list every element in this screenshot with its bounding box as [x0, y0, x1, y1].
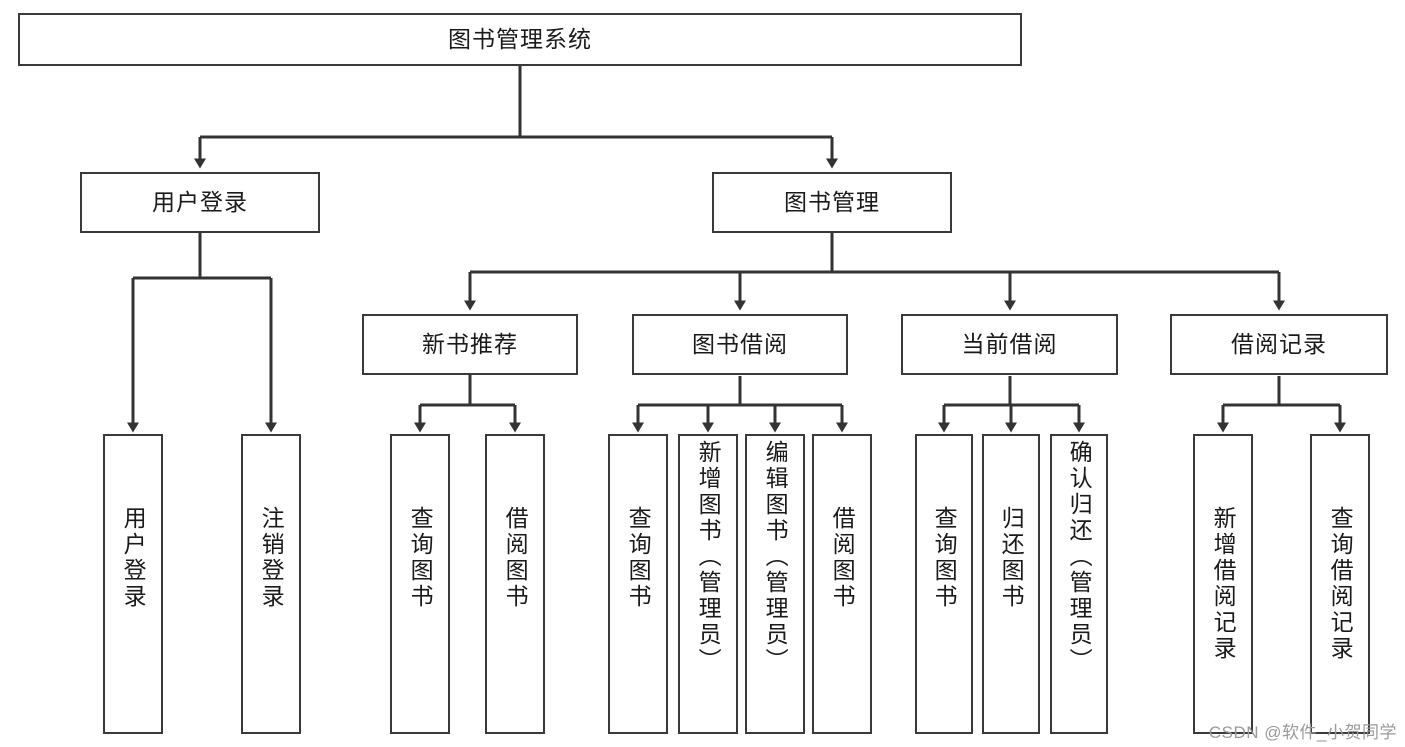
node-borrow-record-label: 借阅记录 [1231, 330, 1327, 357]
leaf-borrow-edit-book-label: 编辑图书（管理员） [762, 440, 789, 674]
node-new-book-recommend-label: 新书推荐 [422, 330, 518, 357]
watermark: CSDN @软件_小贺同学 [1208, 723, 1397, 742]
leaf-borrow-add-book[interactable]: 新增图书（管理员） [678, 434, 738, 734]
leaf-record-query-label: 查询借阅记录 [1327, 506, 1354, 662]
node-current-borrow[interactable]: 当前借阅 [901, 314, 1118, 375]
leaf-current-return-book-label: 归还图书 [998, 506, 1025, 610]
leaf-borrow-query-book-label: 查询图书 [625, 506, 652, 610]
leaf-record-add-label: 新增借阅记录 [1210, 506, 1237, 662]
leaf-borrow-add-book-label: 新增图书（管理员） [695, 440, 722, 674]
leaf-current-confirm-return-label: 确认归还（管理员） [1066, 440, 1093, 674]
node-user-login[interactable]: 用户登录 [80, 172, 320, 233]
node-current-borrow-label: 当前借阅 [961, 330, 1058, 357]
node-root-label: 图书管理系统 [448, 25, 592, 52]
node-root[interactable]: 图书管理系统 [18, 13, 1022, 66]
leaf-logout[interactable]: 注销登录 [241, 434, 301, 734]
node-borrow-record[interactable]: 借阅记录 [1170, 314, 1388, 375]
leaf-borrow-borrow-book-label: 借阅图书 [829, 506, 856, 610]
node-book-management[interactable]: 图书管理 [712, 172, 952, 233]
leaf-borrow-borrow-book[interactable]: 借阅图书 [812, 434, 872, 734]
leaf-current-query-book-label: 查询图书 [931, 506, 958, 610]
node-user-login-label: 用户登录 [152, 188, 248, 215]
leaf-recommend-borrow-book-label: 借阅图书 [502, 506, 529, 610]
node-book-borrow-label: 图书借阅 [692, 330, 788, 357]
node-book-borrow[interactable]: 图书借阅 [632, 314, 848, 375]
leaf-recommend-query-book-label: 查询图书 [407, 506, 434, 610]
node-book-management-label: 图书管理 [784, 188, 880, 215]
leaf-current-query-book[interactable]: 查询图书 [915, 434, 973, 734]
leaf-user-login[interactable]: 用户登录 [103, 434, 163, 734]
leaf-borrow-query-book[interactable]: 查询图书 [608, 434, 668, 734]
leaf-record-add[interactable]: 新增借阅记录 [1193, 434, 1253, 734]
leaf-record-query[interactable]: 查询借阅记录 [1310, 434, 1370, 734]
leaf-current-confirm-return[interactable]: 确认归还（管理员） [1050, 434, 1108, 734]
leaf-recommend-query-book[interactable]: 查询图书 [390, 434, 450, 734]
leaf-borrow-edit-book[interactable]: 编辑图书（管理员） [745, 434, 805, 734]
node-new-book-recommend[interactable]: 新书推荐 [362, 314, 578, 375]
leaf-user-login-label: 用户登录 [120, 506, 147, 610]
leaf-logout-label: 注销登录 [258, 506, 285, 610]
leaf-recommend-borrow-book[interactable]: 借阅图书 [485, 434, 545, 734]
leaf-current-return-book[interactable]: 归还图书 [982, 434, 1040, 734]
